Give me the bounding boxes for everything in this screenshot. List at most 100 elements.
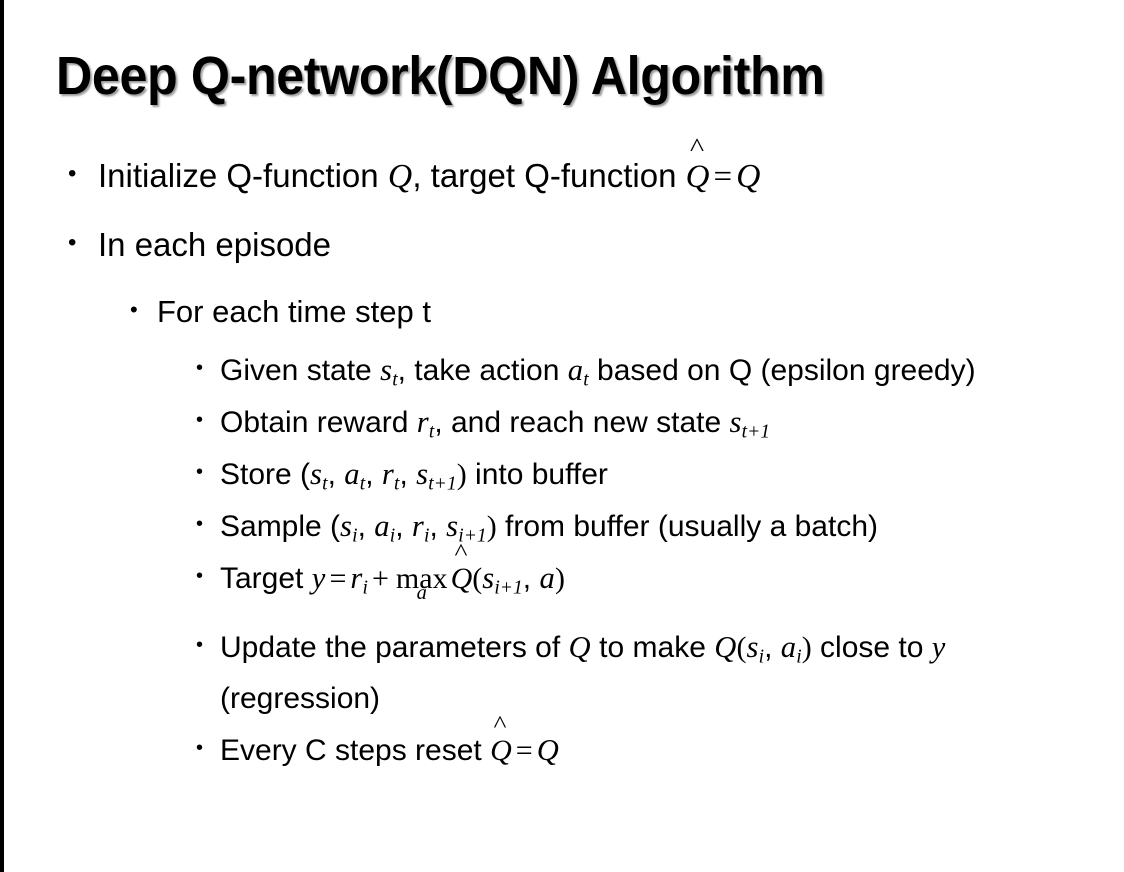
math-var-q: Q: [387, 158, 413, 195]
math-sub-i-plus-1: i+1: [458, 525, 487, 547]
bullet-text-each-time-step: For each time step t: [157, 294, 431, 329]
text-fragment: (regression): [220, 682, 381, 715]
bullet-text-obtain-reward: Obtain reward rt, and reach new state st…: [220, 397, 1095, 448]
bullet-text-initialize: Initialize Q-function Q, target Q-functi…: [98, 133, 1124, 207]
text-fragment: ,: [429, 510, 447, 543]
math-var-r: ri: [350, 561, 368, 599]
text-fragment: Every C steps reset: [220, 734, 491, 767]
math-var-s: si: [746, 630, 765, 668]
close-paren: ): [456, 458, 467, 491]
math-sub-i: i: [796, 646, 802, 668]
close-paren: ): [486, 510, 497, 543]
bullet-item-store-transition: • Store (st, at, rt, st+1) into buffer: [0, 449, 1124, 500]
text-fragment: to make: [590, 631, 715, 664]
bullet-marker-icon: •: [196, 737, 204, 759]
max-label: max: [395, 562, 448, 595]
math-var-y: y: [931, 630, 946, 664]
text-fragment: ,: [365, 458, 382, 491]
math-var-a: at: [344, 457, 366, 495]
math-var-y: y: [311, 561, 326, 595]
math-var-r: ri: [411, 509, 430, 547]
math-var-s-next: si+1: [446, 509, 487, 547]
bullet-marker-icon: •: [68, 160, 77, 187]
math-var-a: a: [539, 561, 555, 595]
text-fragment: Store (: [220, 458, 311, 491]
bullet-text-reset-target-network: Every C steps reset ^Q=Q: [220, 713, 1095, 776]
text-fragment: ,: [327, 458, 345, 491]
left-edge-rule: [0, 0, 4, 872]
text-fragment: Update the parameters of: [220, 631, 569, 664]
math-var-qhat-base: Q: [685, 159, 710, 195]
math-sub-i: i: [424, 525, 430, 547]
bullet-marker-icon: •: [196, 634, 204, 656]
math-q-hat: ^Q: [685, 133, 710, 207]
math-sub-i-plus-1: i+1: [494, 577, 523, 599]
bullet-marker-icon: •: [196, 357, 204, 379]
math-sub-t: t: [428, 421, 435, 443]
math-plus: +: [371, 562, 389, 595]
bullet-marker-icon: •: [196, 461, 204, 483]
math-equals: =: [713, 159, 733, 195]
math-var-q: Q: [536, 733, 559, 767]
math-sub-t: t: [359, 473, 366, 495]
text-fragment: Initialize Q-function: [98, 157, 388, 194]
math-var-a: at: [567, 353, 589, 391]
math-var-s-next: st+1: [416, 457, 457, 495]
math-var-qhat-base: Q: [490, 734, 512, 767]
math-sub-i: i: [389, 525, 396, 547]
math-var-s-next: si+1: [482, 561, 523, 599]
math-sub-t: t: [392, 369, 398, 391]
math-sub-i: i: [352, 525, 358, 547]
math-equals: =: [329, 562, 347, 595]
bullet-item-sample-batch: • Sample (si, ai, ri, si+1) from buffer …: [0, 501, 1124, 552]
bullet-text-each-episode: In each episode: [98, 226, 332, 263]
math-var-q2: Q: [714, 630, 737, 664]
text-fragment: ,: [522, 562, 540, 595]
text-fragment: from buffer (usually a batch): [496, 510, 878, 543]
text-fragment: Target: [220, 562, 312, 595]
bullet-item-each-time-step: • For each time step t: [0, 283, 1124, 341]
math-equals: =: [515, 734, 533, 767]
math-var-q2: Q: [736, 158, 761, 195]
math-var-s: si: [340, 509, 358, 547]
text-fragment: ,: [399, 458, 417, 491]
math-var-r: rt: [381, 457, 400, 495]
open-paren: (: [736, 631, 747, 664]
page-title: Deep Q-network(DQN) Algorithm: [56, 46, 825, 106]
text-fragment: close to: [811, 631, 932, 664]
bullet-item-given-state: • Given state st, take action at based o…: [0, 345, 1124, 396]
math-var-a: ai: [374, 509, 396, 547]
bullet-marker-icon: •: [130, 297, 138, 322]
text-fragment: ,: [357, 510, 375, 543]
text-fragment: based on Q (epsilon greedy): [588, 354, 976, 387]
math-q-hat: ^Q: [490, 713, 512, 776]
text-fragment: , target Q-function: [412, 157, 686, 194]
text-fragment: , take action: [397, 354, 568, 387]
hat-accent-icon: ^: [493, 712, 507, 738]
text-fragment: Obtain reward: [220, 406, 417, 439]
text-fragment: Sample (: [220, 510, 341, 543]
bullet-text-given-state: Given state st, take action at based on …: [220, 345, 1095, 396]
math-sub-t-plus-1: t+1: [428, 473, 457, 495]
math-var-r: rt: [416, 405, 435, 443]
math-var-q: Q: [568, 630, 591, 664]
close-paren: ): [554, 562, 565, 595]
text-fragment: Given state: [220, 354, 381, 387]
text-fragment: ,: [764, 631, 781, 664]
bullet-item-initialize: • Initialize Q-function Q, target Q-func…: [0, 133, 1124, 207]
hat-accent-icon: ^: [454, 540, 468, 566]
bullet-marker-icon: •: [196, 513, 204, 535]
bullet-item-update-parameters: • Update the parameters of Q to make Q(s…: [0, 622, 1124, 724]
math-var-qhat-base: Q: [450, 562, 473, 595]
algorithm-bullet-list: • Initialize Q-function Q, target Q-func…: [0, 133, 1124, 777]
math-sub-t-plus-1: t+1: [741, 421, 771, 443]
text-fragment: into buffer: [466, 458, 608, 491]
bullet-text-sample-batch: Sample (si, ai, ri, si+1) from buffer (u…: [220, 501, 1095, 552]
math-sub-t: t: [394, 473, 400, 495]
max-under-var-a: a: [416, 581, 427, 604]
bullet-item-each-episode: • In each episode: [0, 215, 1124, 275]
